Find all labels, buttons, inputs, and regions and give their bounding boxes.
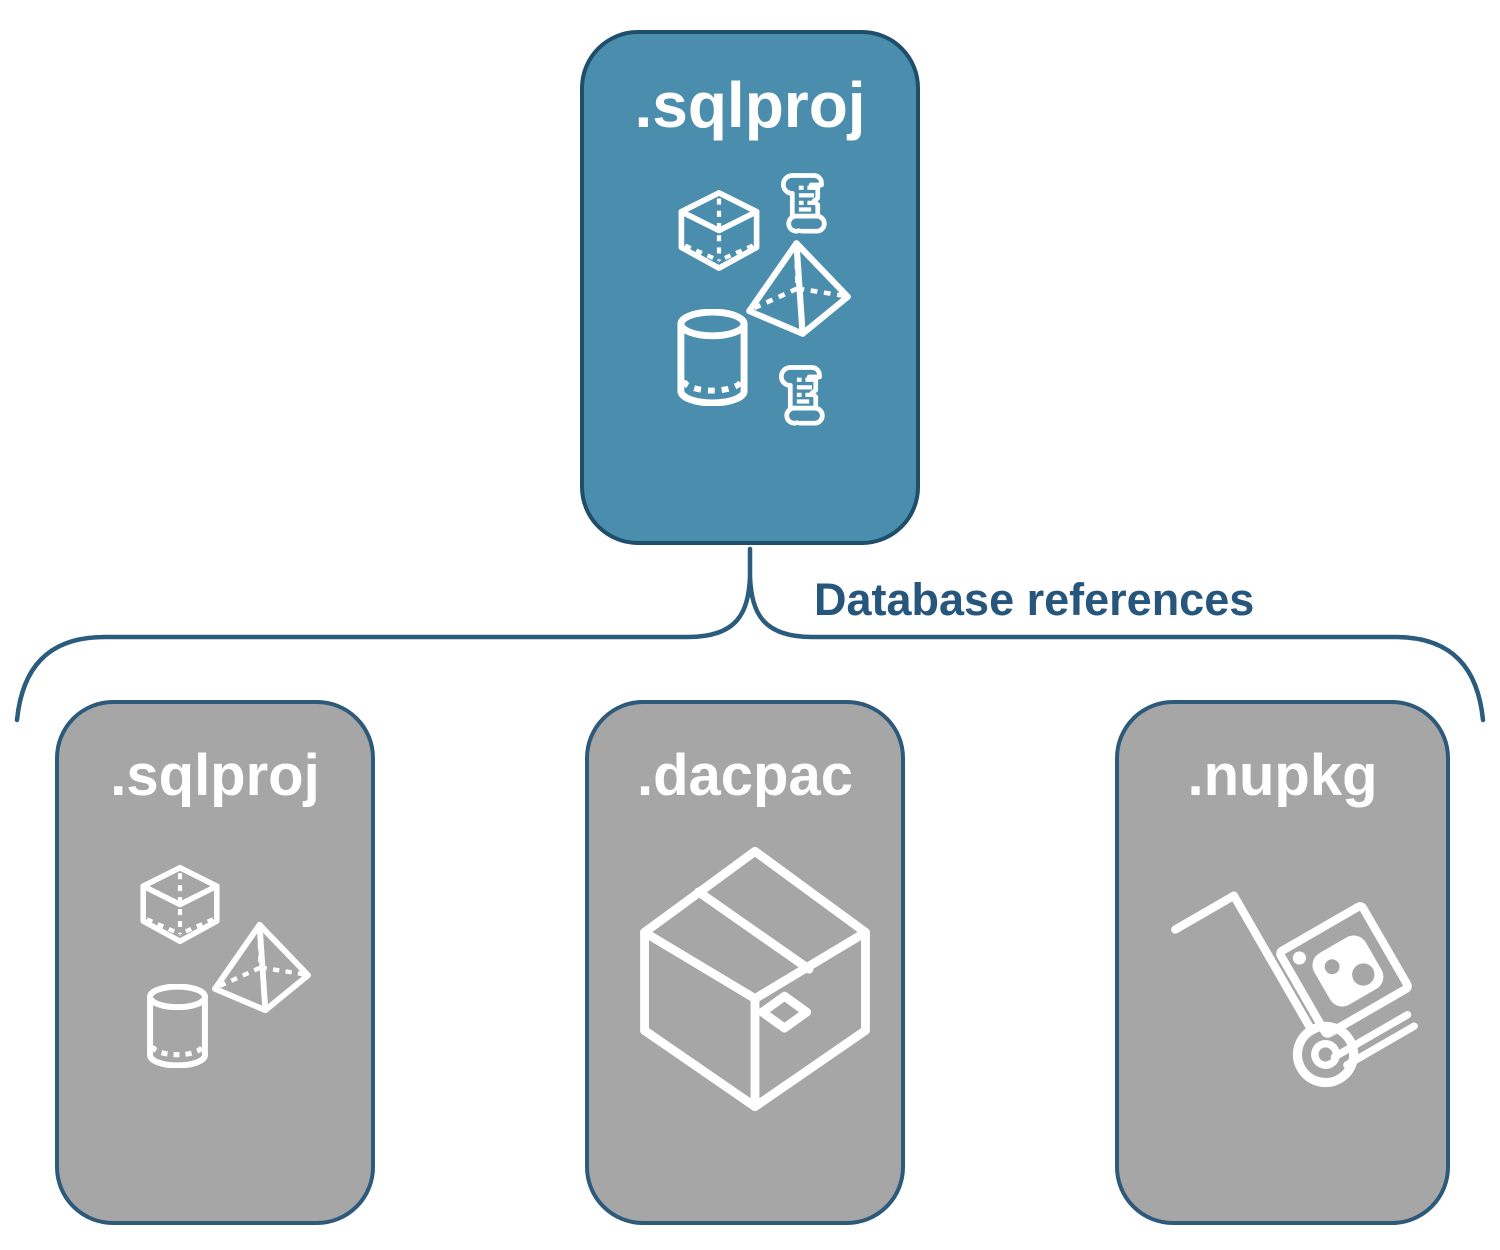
cylinder-icon (147, 984, 208, 1068)
database-references-label: Database references (814, 574, 1255, 625)
child-node-dacpac: .dacpac (585, 700, 905, 1225)
root-node-sqlproj: .sqlproj (580, 30, 920, 545)
pyramid-icon (746, 240, 851, 337)
hand-truck-package-icon (1171, 891, 1418, 1088)
child-node-nupkg: .nupkg (1115, 700, 1450, 1225)
child-node-label: .sqlproj (110, 743, 320, 808)
scroll-icon (780, 173, 827, 234)
cylinder-icon (677, 309, 748, 406)
root-node-label: .sqlproj (634, 69, 866, 141)
child-node-label: .dacpac (637, 743, 853, 808)
brace-curve (14, 577, 1486, 723)
child-node-label: .nupkg (1187, 743, 1378, 808)
cube-icon (678, 190, 760, 271)
cube-icon (140, 864, 220, 945)
pyramid-icon (212, 921, 311, 1014)
package-box-icon (640, 846, 870, 1112)
child-node-sqlproj: .sqlproj (55, 700, 375, 1225)
scroll-icon (778, 365, 825, 426)
